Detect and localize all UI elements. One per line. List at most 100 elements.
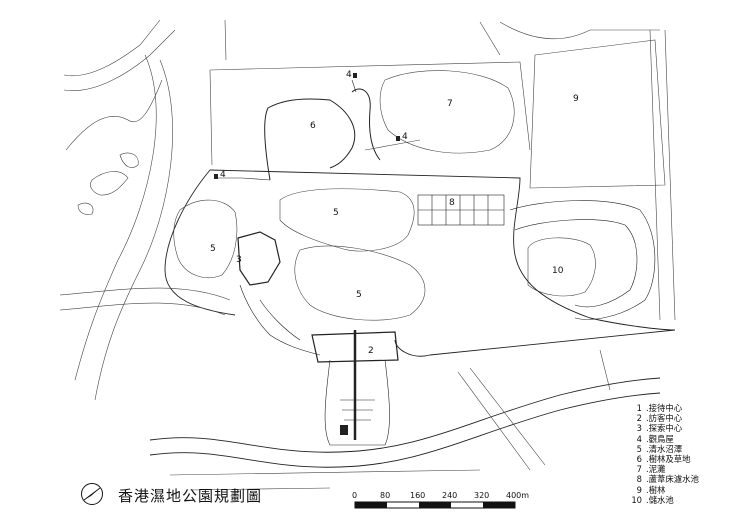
map-label-10: 10 bbox=[552, 266, 564, 276]
map-label-7: 7 bbox=[447, 99, 453, 109]
entrance-plaza bbox=[324, 359, 390, 446]
legend-num: 2 bbox=[636, 413, 642, 424]
access-road bbox=[469, 367, 546, 466]
zone-9-boundary bbox=[664, 29, 676, 321]
visitor-path bbox=[259, 299, 301, 341]
zone-5-marsh bbox=[294, 245, 426, 321]
discovery-centre-building bbox=[237, 231, 281, 286]
legend-item: 10.儲水池 bbox=[628, 495, 746, 505]
legend-num: 9 bbox=[636, 484, 642, 495]
north-arrow-icon bbox=[81, 483, 103, 505]
scale-tick-400m: 400m bbox=[506, 491, 529, 500]
access-road bbox=[169, 469, 481, 476]
legend-name: 樹林 bbox=[648, 484, 666, 495]
legend-item: 6.樹林及草地 bbox=[628, 454, 746, 464]
access-road bbox=[457, 371, 531, 471]
wetland-island bbox=[90, 171, 129, 196]
legend-name: 泥灘 bbox=[648, 464, 666, 475]
zone-8-reed-bed bbox=[417, 194, 505, 226]
river-bank-line bbox=[63, 29, 176, 91]
visitor-path bbox=[239, 284, 321, 356]
map-label-5b: 5 bbox=[210, 244, 216, 254]
scale-tick-80: 80 bbox=[380, 491, 390, 500]
legend-name: 訪客中心 bbox=[648, 413, 683, 424]
entrance-plaza bbox=[340, 399, 375, 421]
map-label-6: 6 bbox=[310, 121, 316, 131]
access-road bbox=[189, 487, 331, 491]
road-curve bbox=[59, 287, 231, 301]
river-bank-line bbox=[63, 19, 161, 77]
legend-name: 接待中心 bbox=[648, 403, 683, 413]
map-label-8: 8 bbox=[449, 198, 455, 208]
road-curve bbox=[59, 302, 226, 316]
zone-9-boundary bbox=[649, 29, 661, 321]
zone-5-marsh bbox=[279, 188, 415, 252]
scale-tick-240: 240 bbox=[442, 491, 457, 500]
map-label-5a: 5 bbox=[333, 208, 339, 218]
field-boundary bbox=[209, 69, 213, 166]
scale-tick-0: 0 bbox=[352, 491, 357, 500]
legend-name: 蘆葦床濾水池 bbox=[648, 474, 699, 485]
legend-name: 觀鳥屋 bbox=[648, 433, 674, 444]
legend-item: 3.探索中心 bbox=[628, 423, 746, 433]
field-boundary bbox=[224, 19, 227, 61]
park-boundary bbox=[209, 169, 676, 357]
map-label-2: 2 bbox=[368, 346, 374, 356]
field-boundary bbox=[479, 21, 501, 56]
field-boundary bbox=[499, 21, 660, 40]
scale-tick-320: 320 bbox=[474, 491, 489, 500]
legend-item: 8.蘆葦床濾水池 bbox=[628, 474, 746, 484]
wetland-island bbox=[119, 152, 139, 168]
zone-10-channel bbox=[514, 219, 638, 308]
legend-item: 7.泥灘 bbox=[628, 464, 746, 474]
zone-6-trail bbox=[351, 88, 381, 161]
legend-num: 4 bbox=[636, 433, 642, 444]
main-road bbox=[149, 377, 661, 453]
legend-name: 清水沼澤 bbox=[648, 443, 683, 454]
legend-num: 7 bbox=[636, 464, 642, 475]
main-road bbox=[149, 392, 661, 468]
access-road bbox=[599, 349, 611, 391]
legend-item: 5.清水沼澤 bbox=[628, 444, 746, 454]
bird-hide-connector bbox=[351, 79, 357, 93]
legend-num: 8 bbox=[636, 474, 642, 485]
legend-name: 儲水池 bbox=[648, 494, 674, 505]
zone-5-marsh bbox=[173, 199, 238, 278]
zone-10-reservoir bbox=[527, 237, 596, 297]
river-bank-line bbox=[65, 79, 163, 151]
legend-item: 2.訪客中心 bbox=[628, 413, 746, 423]
scale-tick-160: 160 bbox=[410, 491, 425, 500]
map-label-4a: 4 bbox=[220, 170, 226, 180]
map-label-4c: 4 bbox=[402, 132, 408, 142]
field-boundary bbox=[209, 61, 531, 151]
bird-hide-marker bbox=[214, 174, 218, 179]
legend-item: 4.觀鳥屋 bbox=[628, 434, 746, 444]
zone-legend: 1.接待中心 2.訪客中心 3.探索中心 4.觀鳥屋 5.清水沼澤 6.樹林及草… bbox=[628, 403, 746, 505]
legend-num: 1 bbox=[636, 403, 642, 413]
legend-num: 5 bbox=[636, 443, 642, 454]
wetland-island bbox=[77, 202, 94, 215]
scale-bar: 0 80 160 240 320 400m bbox=[352, 491, 529, 509]
western-shoreline bbox=[94, 59, 173, 401]
map-label-4b: 4 bbox=[346, 70, 352, 80]
map-label-3: 3 bbox=[236, 255, 242, 265]
legend-num: 10 bbox=[631, 494, 642, 505]
reception-centre-marker bbox=[340, 425, 348, 435]
legend-item: 9.樹林 bbox=[628, 485, 746, 495]
bird-hide-marker bbox=[396, 136, 400, 141]
legend-num: 3 bbox=[636, 423, 642, 434]
visitor-centre-building bbox=[311, 331, 399, 363]
zone-7-mudflat bbox=[379, 70, 515, 154]
map-label-9: 9 bbox=[573, 94, 579, 104]
zone-6-trail bbox=[264, 98, 356, 181]
zone-9-boundary bbox=[529, 39, 666, 189]
map-label-5c: 5 bbox=[356, 290, 362, 300]
boardwalk-line bbox=[364, 139, 421, 151]
legend-item: 1.接待中心 bbox=[628, 403, 746, 413]
bird-hide-marker bbox=[353, 73, 357, 78]
legend-name: 探索中心 bbox=[648, 423, 683, 434]
zone-10-channel bbox=[509, 200, 656, 320]
park-boundary bbox=[164, 169, 236, 316]
legend-num: 6 bbox=[636, 454, 642, 465]
